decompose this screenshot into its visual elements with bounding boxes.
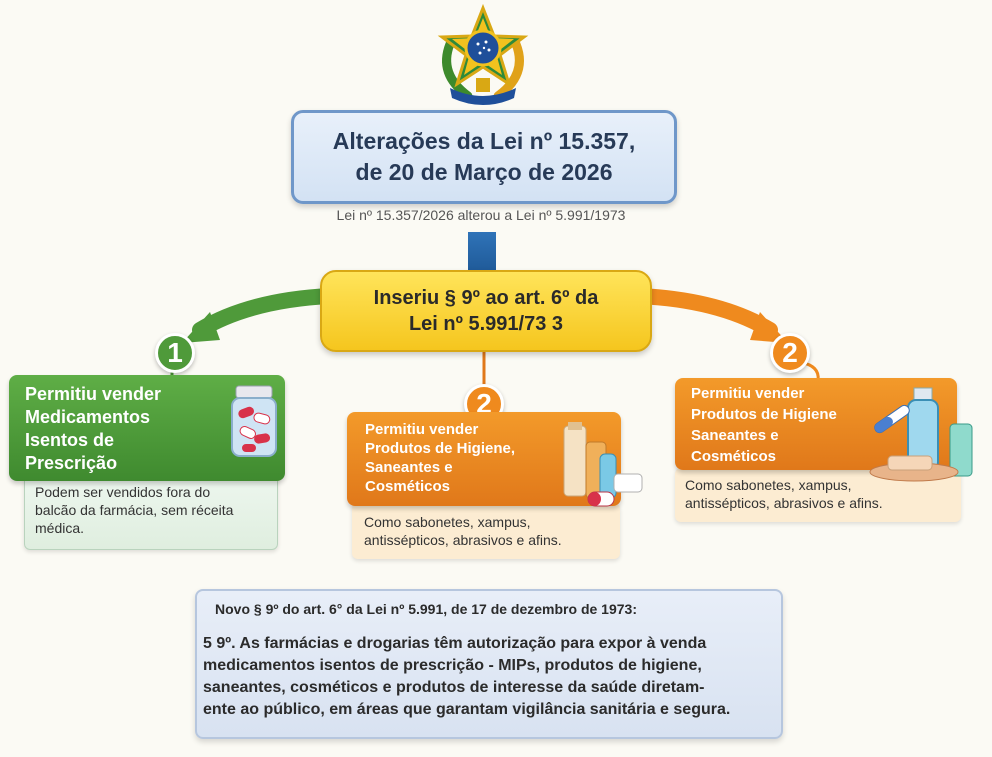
left-panel-description: Podem ser vendidos fora do balcão da far… bbox=[24, 472, 278, 550]
law-text-box: Novo § 9º do art. 6° da Lei nº 5.991, de… bbox=[195, 589, 783, 739]
right-heading-line: Produtos de Higiene bbox=[691, 406, 837, 423]
right-body-line: Como sabonetes, xampus, bbox=[685, 477, 852, 493]
coat-of-arms-icon bbox=[437, 4, 529, 105]
right-heading-line: Cosméticos bbox=[691, 448, 777, 465]
central-node-label: Inseriu § 9º ao art. 6º da Lei nº 5.991/… bbox=[373, 287, 599, 335]
pill-bottle-icon bbox=[231, 385, 277, 457]
left-heading-line: Permitiu vender bbox=[25, 384, 162, 404]
left-body-line: médica. bbox=[35, 520, 85, 536]
right-body-line: antissépticos, abrasivos e afins. bbox=[685, 495, 883, 511]
right-heading-line: Saneantes e bbox=[691, 427, 779, 444]
right-heading-line: Permitiu vender bbox=[691, 385, 805, 402]
law-heading: Novo § 9º do art. 6° da Lei nº 5.991, de… bbox=[215, 601, 637, 617]
center-panel-description: Como sabonetes, xampus, antissépticos, a… bbox=[352, 503, 620, 559]
left-heading-line: Isentos de bbox=[25, 430, 115, 450]
law-line: medicamentos isentos de prescrição - MIP… bbox=[203, 657, 702, 674]
hygiene-products-icon bbox=[869, 387, 973, 482]
center-heading-line: Saneantes e bbox=[365, 459, 453, 476]
left-body-line: Podem ser vendidos fora do bbox=[35, 484, 211, 500]
center-body-line: antissépticos, abrasivos e afins. bbox=[364, 532, 562, 548]
title-box: Alterações da Lei nº 15.357, de 20 de Ma… bbox=[291, 110, 677, 204]
page-title: Alterações da Lei nº 15.357, de 20 de Ma… bbox=[332, 128, 636, 185]
law-body: 5 9º. As farmácias e drogarias têm autor… bbox=[203, 633, 771, 721]
subtitle: Lei nº 15.357/2026 alterou a Lei nº 5.99… bbox=[336, 207, 626, 223]
central-node: Inseriu § 9º ao art. 6º da Lei nº 5.991/… bbox=[320, 270, 652, 352]
number-badge-right: 2 bbox=[770, 333, 810, 373]
right-panel-description: Como sabonetes, xampus, antissépticos, a… bbox=[675, 468, 961, 522]
center-heading-line: Permitiu vender bbox=[365, 421, 479, 438]
law-line: ente ao público, em áreas que garantam v… bbox=[203, 701, 731, 718]
center-body-line: Como sabonetes, xampus, bbox=[364, 514, 531, 530]
left-heading-line: Prescrição bbox=[25, 453, 118, 473]
center-heading-line: Cosméticos bbox=[365, 478, 451, 495]
law-line: saneantes, cosméticos e produtos de inte… bbox=[203, 679, 705, 696]
law-line: 5 9º. As farmácias e drogarias têm autor… bbox=[203, 635, 707, 652]
left-body-line: balcão da farmácia, sem réceita bbox=[35, 502, 234, 518]
number-badge-left: 1 bbox=[155, 333, 195, 373]
cosmetics-icon bbox=[563, 422, 643, 507]
vertical-connector bbox=[468, 232, 496, 272]
left-heading-line: Medicamentos bbox=[25, 407, 151, 427]
center-heading-line: Produtos de Higiene, bbox=[365, 440, 516, 457]
